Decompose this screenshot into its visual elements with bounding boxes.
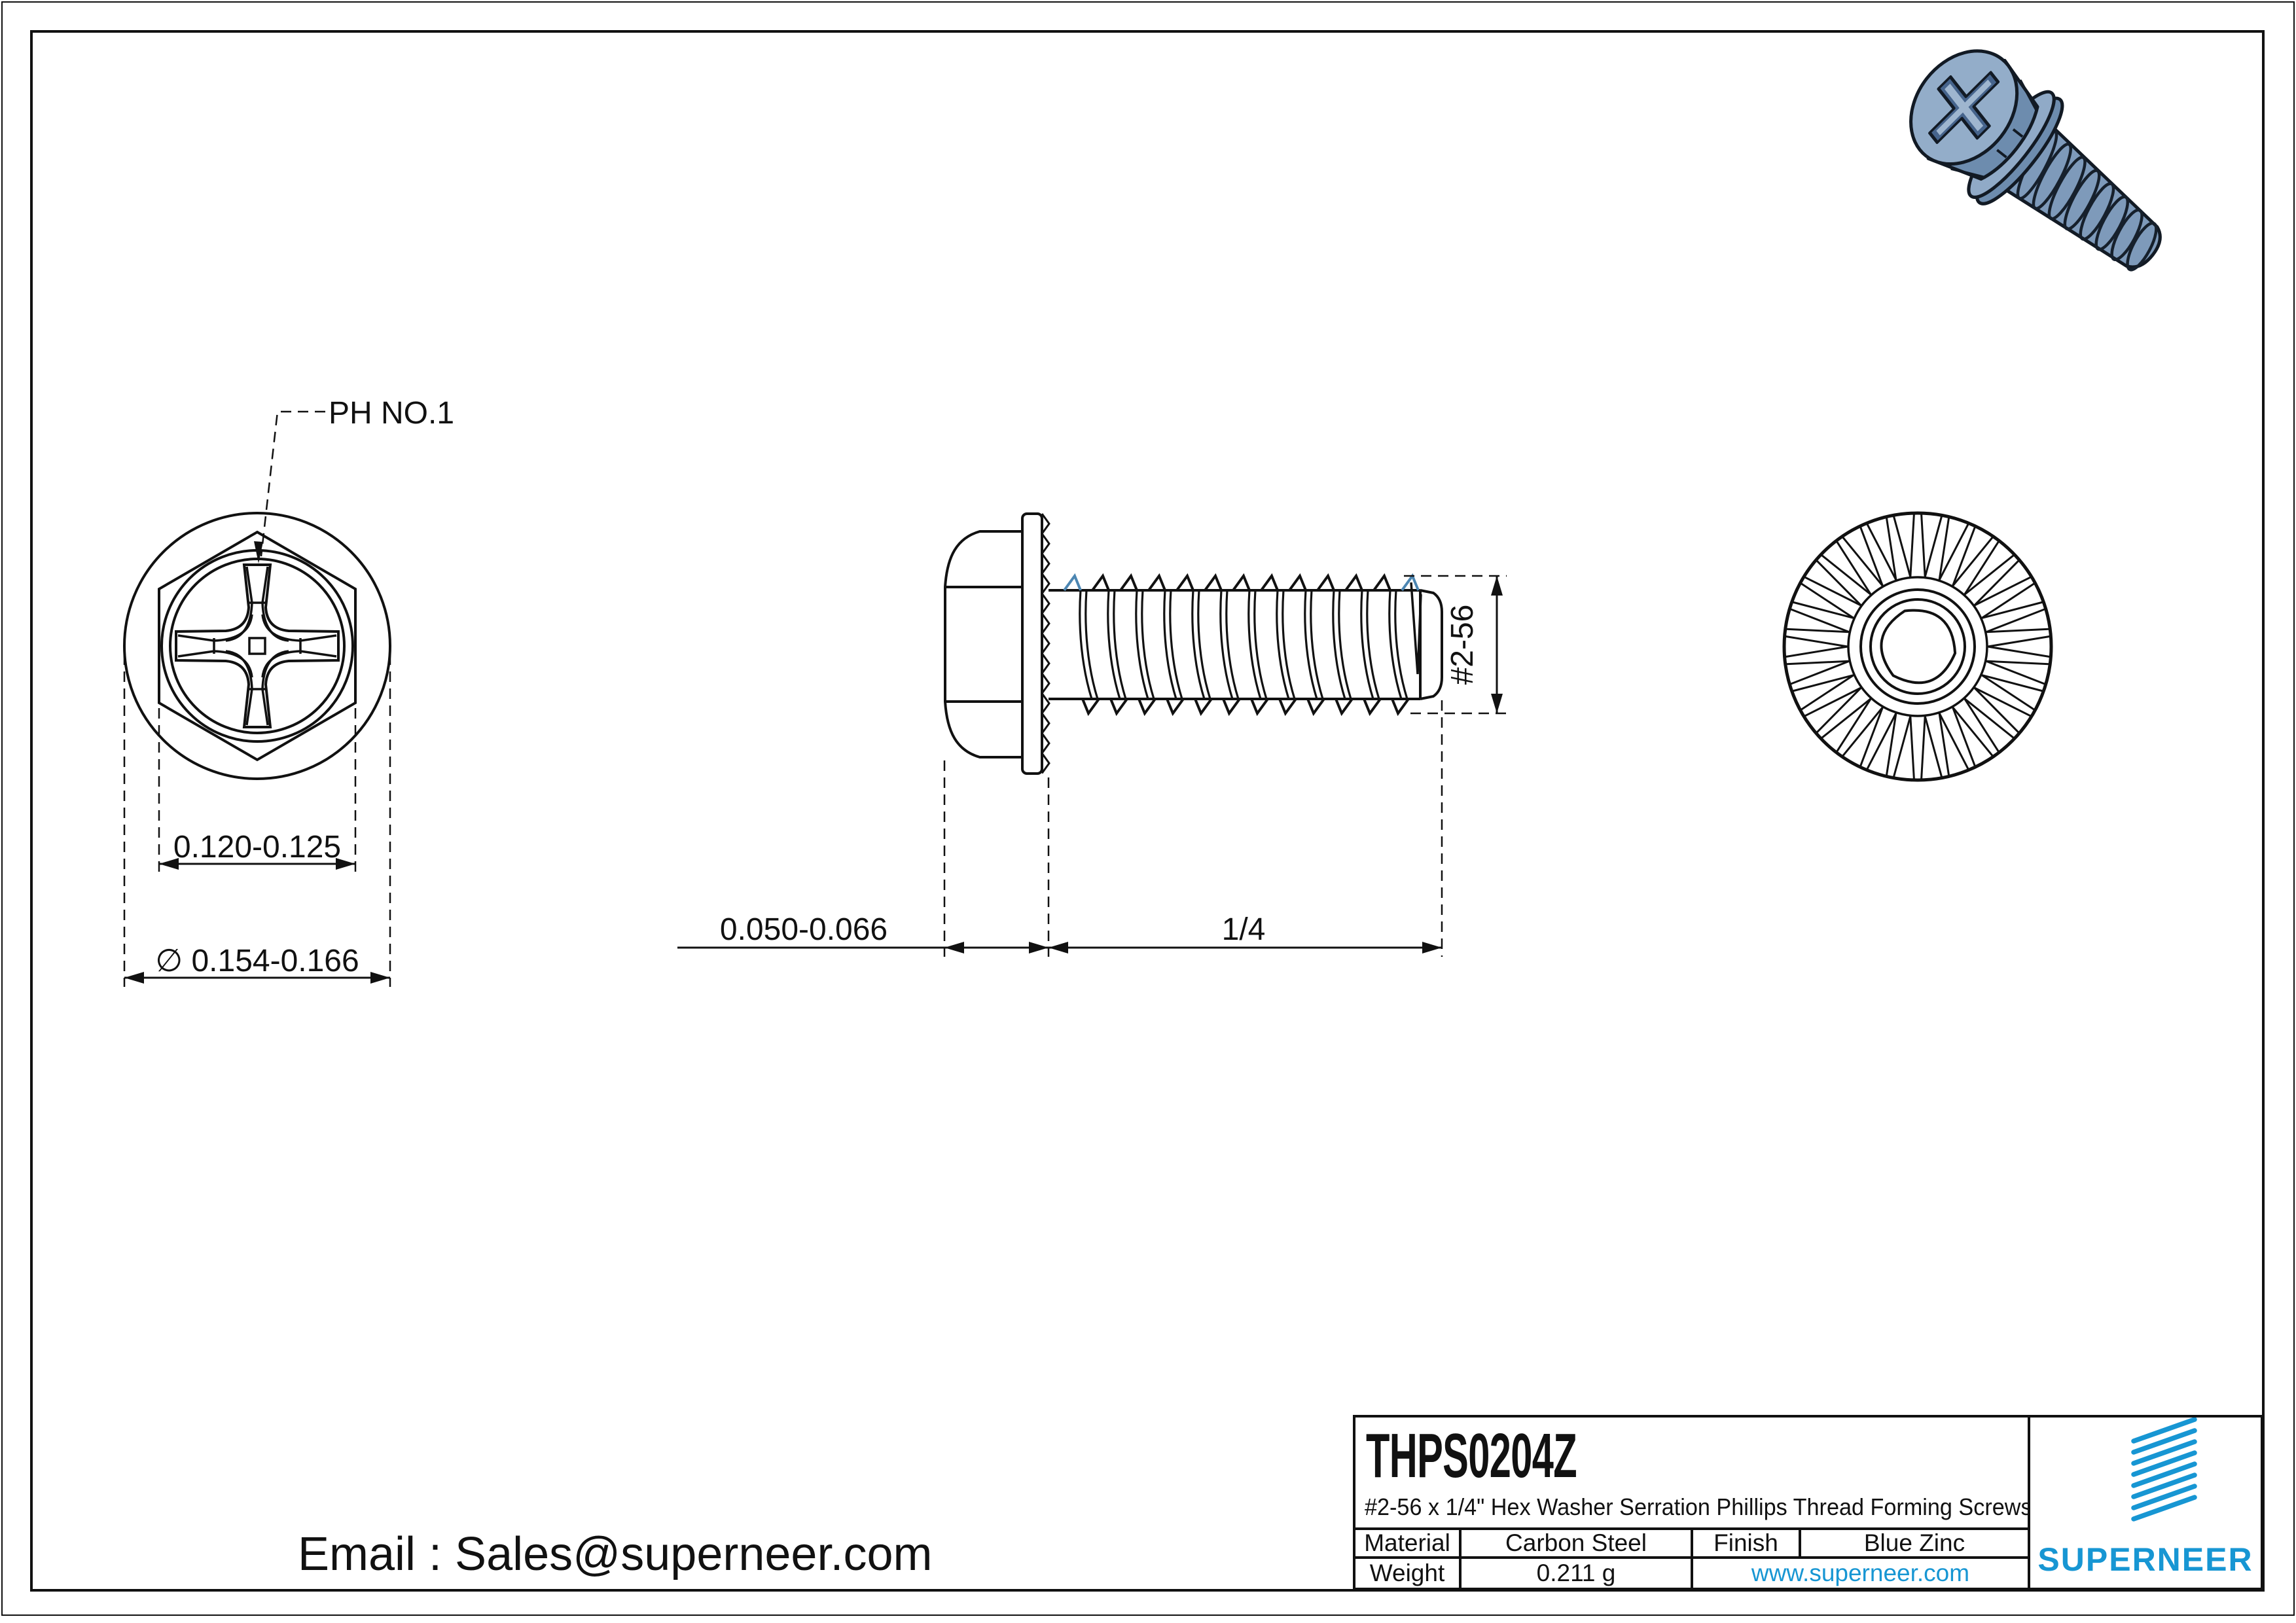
finish-label: Finish bbox=[1693, 1529, 1801, 1556]
contact-email: Email : Sales@superneer.com bbox=[298, 1528, 933, 1580]
washer-outline-circle bbox=[123, 512, 391, 780]
bottom-view bbox=[1782, 511, 2053, 782]
washer-flange bbox=[1021, 512, 1043, 775]
drive-callout: PH NO.1 bbox=[254, 396, 454, 563]
trilobular-hole bbox=[1880, 609, 1957, 685]
dim-length: 0.050-0.066 1/4 bbox=[677, 700, 1443, 957]
hex-head-facet-lines bbox=[945, 586, 1022, 703]
weight-label: Weight bbox=[1355, 1559, 1462, 1588]
weight-value: 0.211 g bbox=[1462, 1559, 1693, 1588]
head-height-label: 0.050-0.066 bbox=[720, 912, 888, 947]
washer-rim-circle bbox=[1782, 511, 2053, 782]
title-block: THPS0204Z #2-56 x 1/4" Hex Washer Serrat… bbox=[1353, 1415, 2263, 1590]
dim-washer-diameter: ∅ 0.154-0.166 bbox=[123, 654, 391, 987]
head-dome-circle-outer bbox=[160, 549, 354, 743]
part-number: THPS0204Z bbox=[1366, 1421, 1577, 1491]
brand-logo-icon bbox=[2131, 1418, 2197, 1522]
brand-cell: SUPERNEER bbox=[2030, 1418, 2261, 1588]
part-header: THPS0204Z #2-56 x 1/4" Hex Washer Serrat… bbox=[1355, 1418, 2028, 1530]
spec-row-weight: Weight 0.211 g www.superneer.com bbox=[1355, 1559, 2028, 1588]
website-cell: www.superneer.com bbox=[1693, 1559, 2028, 1588]
page-inner-frame bbox=[30, 30, 2265, 1592]
website-link[interactable]: www.superneer.com bbox=[1751, 1560, 1970, 1586]
head-dome-circle-inner bbox=[169, 558, 346, 734]
drive-label: PH NO.1 bbox=[329, 396, 454, 431]
hex-across-flats-label: 0.120-0.125 bbox=[173, 830, 341, 865]
phillips-recess-detail bbox=[177, 566, 338, 726]
leader-arrowhead bbox=[254, 541, 263, 563]
washer-serration-zigzag bbox=[1041, 513, 1050, 774]
spec-row-material: Material Carbon Steel Finish Blue Zinc bbox=[1355, 1529, 2028, 1559]
hex-head-profile bbox=[944, 530, 1024, 758]
material-label: Material bbox=[1355, 1529, 1462, 1556]
thread-runout bbox=[1410, 582, 1422, 675]
side-view bbox=[944, 512, 1443, 775]
title-block-left: THPS0204Z #2-56 x 1/4" Hex Washer Serrat… bbox=[1355, 1418, 2030, 1588]
phillips-cross-outline bbox=[175, 563, 340, 728]
hub-circle-outer bbox=[1859, 588, 1976, 705]
screw-tip bbox=[1419, 589, 1443, 700]
serration-teeth bbox=[1785, 514, 2050, 779]
thread-profile bbox=[1063, 573, 1420, 717]
thread-length-label: 1/4 bbox=[1222, 912, 1266, 947]
finish-value: Blue Zinc bbox=[1863, 1529, 1965, 1556]
material-value: Carbon Steel bbox=[1462, 1529, 1693, 1556]
dim-thread-size: #2-56 bbox=[1404, 575, 1507, 715]
thread-size-label: #2-56 bbox=[1445, 605, 1480, 685]
part-description: #2-56 x 1/4" Hex Washer Serration Philli… bbox=[1365, 1493, 2028, 1520]
screw-3d-render bbox=[1909, 49, 2162, 272]
dim-hex-across-flats: 0.120-0.125 bbox=[158, 708, 357, 874]
brand-name: SUPERNEER bbox=[2037, 1541, 2253, 1578]
hex-outline bbox=[158, 530, 357, 762]
hub-circle-inner bbox=[1869, 598, 1966, 695]
washer-diameter-label: ∅ 0.154-0.166 bbox=[155, 944, 359, 978]
serration-inner-circle bbox=[1847, 576, 1988, 717]
